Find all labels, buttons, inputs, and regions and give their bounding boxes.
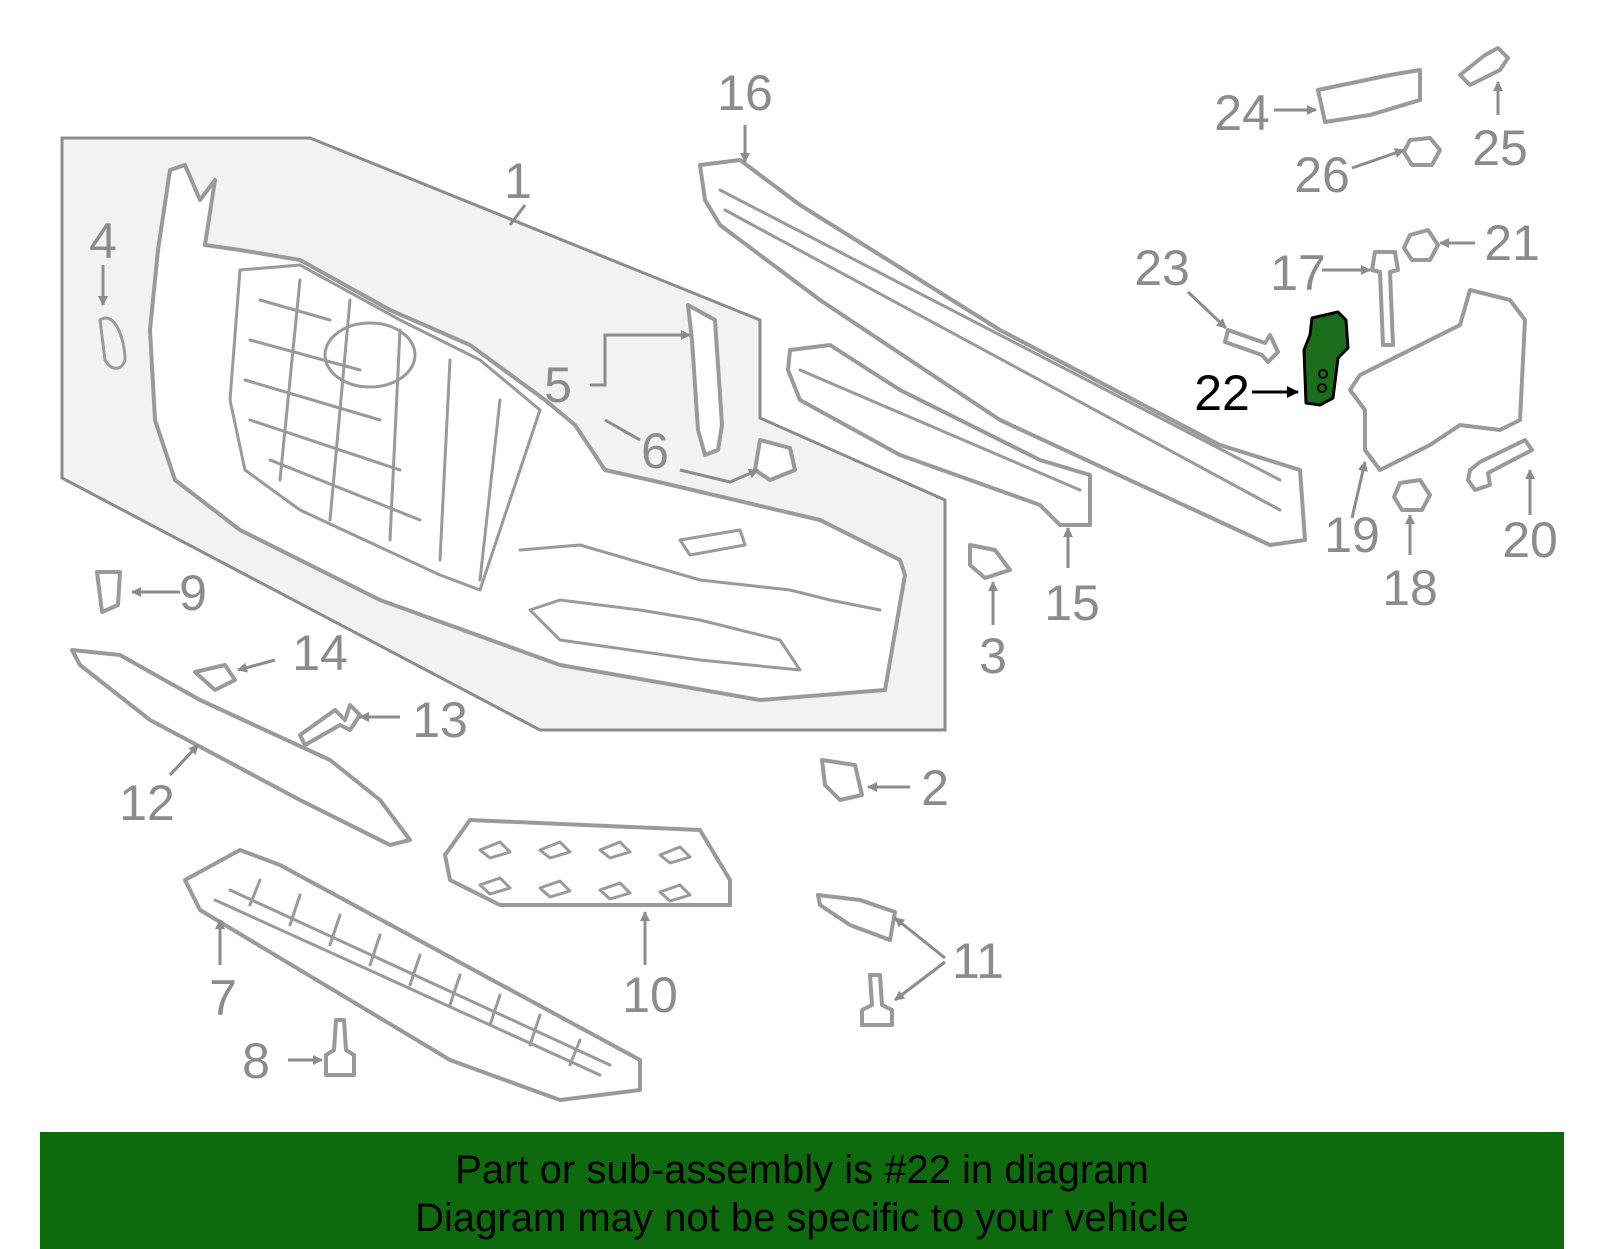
callout-22[interactable]: 22 [1194, 365, 1250, 421]
callout-8: 8 [242, 1033, 270, 1089]
callout-11: 11 [952, 933, 1004, 989]
callout-9: 9 [179, 565, 207, 621]
undertray-part [183, 848, 642, 1102]
clip-9-part [95, 570, 122, 614]
callout-4: 4 [89, 213, 117, 269]
callout-1: 1 [504, 153, 532, 209]
callout-17: 17 [1270, 245, 1326, 301]
callout-15: 15 [1044, 575, 1100, 631]
trim-strip-part [70, 648, 412, 847]
clip-3-part [968, 543, 1012, 580]
callout-12: 12 [119, 775, 175, 831]
nut-26-part [1402, 136, 1442, 167]
clip-14-part [193, 663, 237, 692]
bolt-17-part [1370, 250, 1400, 347]
callout-25: 25 [1472, 120, 1528, 176]
bracket-24-part [1316, 68, 1422, 124]
callout-5: 5 [544, 357, 572, 413]
callout-3: 3 [979, 628, 1007, 684]
callout-23: 23 [1134, 240, 1190, 296]
callout-6: 6 [641, 423, 669, 479]
callout-14: 14 [292, 625, 348, 681]
bracket-5-part [686, 303, 797, 482]
callout-10: 10 [622, 967, 678, 1023]
grille-10-part [443, 818, 732, 907]
screw-11-part [860, 973, 894, 1027]
callout-18: 18 [1382, 560, 1438, 616]
callout-7: 7 [209, 970, 237, 1026]
mount-bracket-19-part [1348, 288, 1527, 472]
rivet-23-part [1223, 328, 1280, 364]
callout-16: 16 [717, 65, 773, 121]
highlighted-bracket-22-part[interactable] [1302, 310, 1350, 407]
absorber-part [786, 343, 1092, 527]
nut-21-part [1402, 228, 1440, 262]
clip-2-part [820, 758, 864, 802]
info-banner: Part or sub-assembly is #22 in diagram D… [40, 1132, 1564, 1249]
screw-13-part [298, 703, 362, 747]
reinforcement-bar-part [698, 158, 1307, 547]
callout-26: 26 [1294, 147, 1350, 203]
bracket-11-part [816, 893, 897, 942]
callout-21: 21 [1484, 215, 1540, 271]
callout-2: 2 [921, 760, 949, 816]
bolt-20-part [1466, 438, 1534, 492]
banner-line-1: Part or sub-assembly is #22 in diagram [455, 1148, 1149, 1192]
banner-line-2: Diagram may not be specific to your vehi… [415, 1196, 1189, 1240]
callout-24: 24 [1214, 85, 1270, 141]
callout-19: 19 [1324, 507, 1380, 563]
callout-13: 13 [412, 692, 468, 748]
bolt-25-part [1458, 46, 1510, 87]
screw-8-part [324, 1018, 356, 1077]
nut-18-part [1392, 478, 1432, 512]
callout-20: 20 [1502, 512, 1558, 568]
bumper-cover-part [98, 163, 907, 702]
